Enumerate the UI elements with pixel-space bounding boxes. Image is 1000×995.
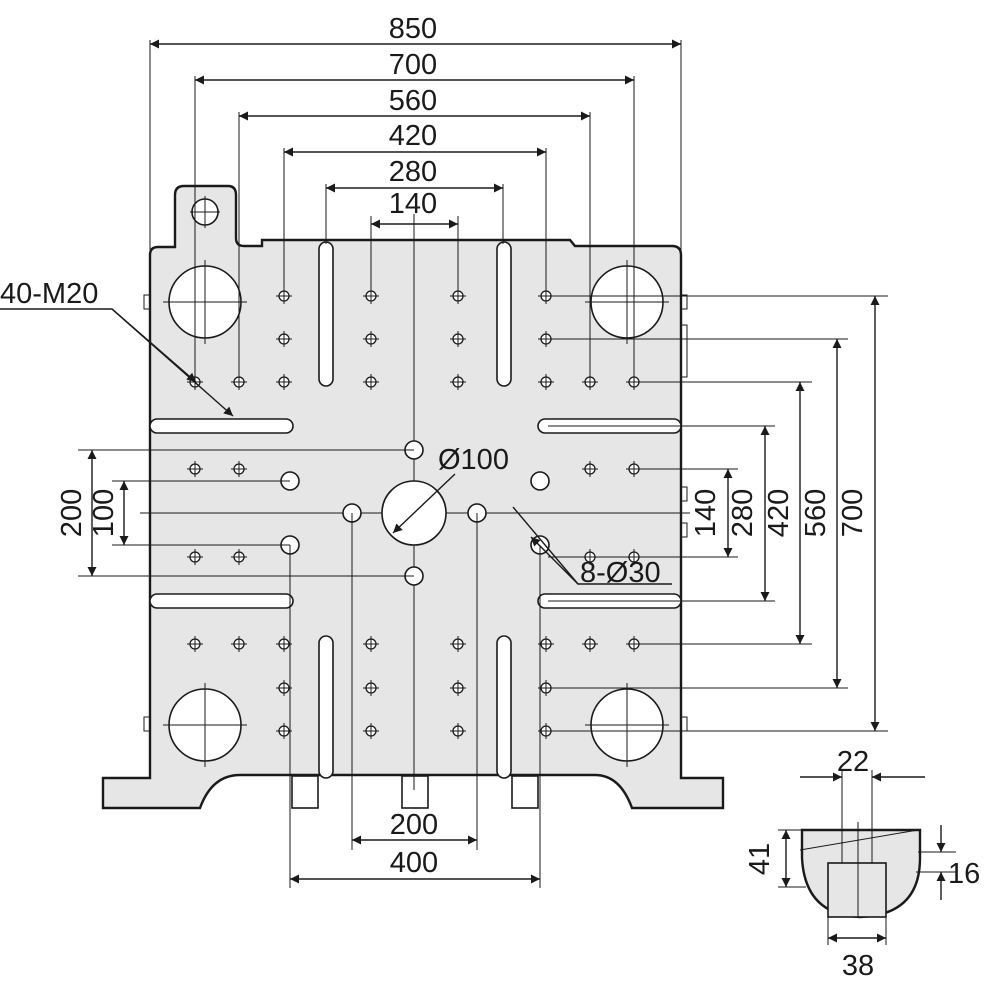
dim-700-top: 700 (389, 49, 437, 81)
tslot-base: 38 (842, 950, 874, 982)
dim-280-top: 280 (389, 156, 437, 188)
dim-420-right: 420 (763, 489, 795, 537)
dim-850: 850 (389, 13, 437, 45)
dimension-lines (87, 39, 880, 884)
dim-280-right: 280 (727, 489, 759, 537)
tslot-lip: 16 (948, 858, 980, 890)
dim-200-bottom: 200 (390, 809, 438, 841)
tie-bar-centerlines (163, 260, 669, 767)
tslot-width: 22 (837, 746, 869, 778)
dim-100-left: 100 (88, 489, 120, 537)
dim-700-right: 700 (837, 489, 869, 537)
vertical-slots (318, 241, 512, 779)
dim-560-right: 560 (800, 489, 832, 537)
dim-420-top: 420 (389, 120, 437, 152)
tslot-depth: 41 (744, 843, 776, 875)
dim-560-top: 560 (389, 85, 437, 117)
leader-lines (0, 308, 672, 585)
dim-140-top: 140 (389, 188, 437, 220)
dim-140-right: 140 (690, 489, 722, 537)
label-tapped-holes: 40-M20 (0, 278, 98, 310)
extension-lines (78, 40, 888, 888)
lug-hole (190, 196, 220, 228)
tslot-detail (778, 770, 956, 945)
tapped-holes (187, 288, 642, 739)
dim-400-bottom: 400 (390, 847, 438, 879)
dim-200-left: 200 (56, 489, 88, 537)
bottom-tabs (291, 775, 539, 809)
label-center-hole: Ø100 (438, 444, 509, 476)
side-lugs (143, 294, 688, 732)
label-holes: 8-Ø30 (580, 557, 661, 589)
